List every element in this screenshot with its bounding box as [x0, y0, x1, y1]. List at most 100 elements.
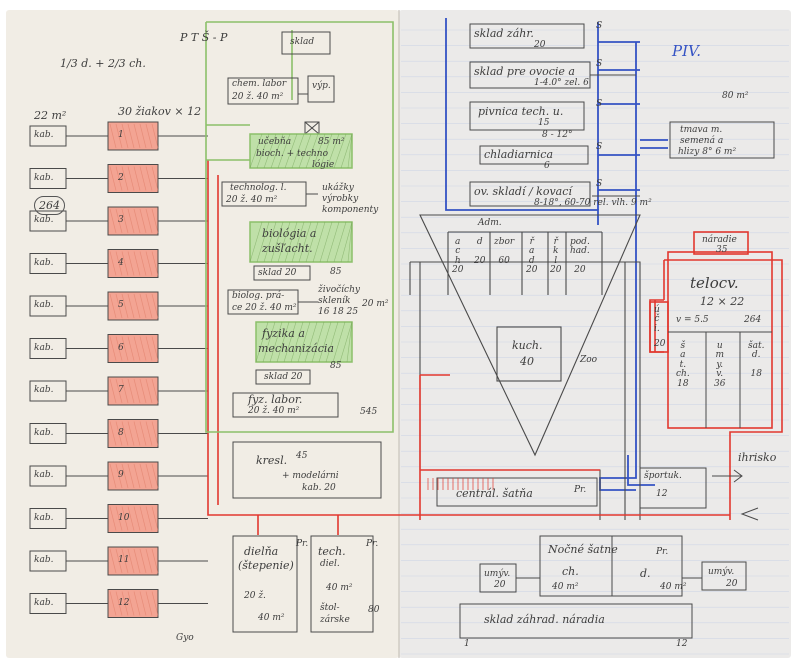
sportuk-label: športuk. — [644, 471, 682, 481]
sklad-top-box — [281, 31, 331, 55]
green-hatch-line — [325, 321, 339, 363]
green-hatch-line — [332, 321, 346, 363]
left-red-corridor — [207, 160, 470, 535]
classroom-hatch — [109, 591, 117, 616]
green-hatch-line — [263, 133, 277, 169]
gym-num: 264 — [744, 315, 762, 325]
sklad-top-label: sklad — [290, 37, 315, 47]
green-hatch-line — [339, 321, 353, 363]
green-hatch-line — [298, 221, 312, 263]
green-hatch-line — [312, 221, 326, 263]
green-hatch-line — [304, 321, 318, 363]
classroom-hatch — [133, 251, 141, 276]
dielna-pr: Pr. — [296, 539, 309, 549]
admin-room-label: d 20 — [474, 237, 486, 266]
classroom-hatch — [151, 506, 159, 531]
chem-labor-sub: 20 ž. 40 m² — [232, 92, 284, 102]
sportuk-box — [639, 467, 707, 509]
classroom-hatch — [151, 208, 159, 234]
storage-mark: S — [596, 179, 603, 189]
gym-sub: 12 × 22 — [700, 295, 745, 308]
ucebna-bio-area: 85 m² — [318, 137, 345, 147]
classroom-rows — [29, 121, 208, 618]
office-label: kab. — [34, 257, 54, 268]
green-hatch-line — [276, 321, 290, 363]
ucebna-bio-sub: bioch. + techno — [256, 149, 329, 159]
kuch-box — [496, 326, 562, 382]
classroom-hatch — [145, 463, 153, 489]
green-hatch-line — [340, 221, 353, 263]
side-small-label: ú č i. — [654, 305, 660, 334]
naradie-label: náradie — [702, 235, 737, 245]
classroom-hatch — [127, 208, 135, 234]
classroom-hatch — [151, 123, 159, 149]
green-hatch-line — [269, 321, 283, 363]
kresl-box — [232, 441, 382, 499]
green-hatch-line — [249, 133, 263, 169]
classroom-hatch — [139, 591, 147, 616]
classroom-hatch — [127, 548, 135, 574]
naradie-val: 35 — [716, 245, 728, 255]
classroom-hatch — [145, 591, 153, 616]
classroom-hatch — [109, 421, 117, 446]
classroom-hatch — [145, 506, 153, 531]
biolog-pra-label: biolog. prá- — [232, 291, 285, 301]
classroom-hatch — [133, 421, 141, 446]
classroom-hatch — [139, 506, 147, 531]
gym-room-label: šat. d. 18 — [748, 341, 765, 380]
biologia-label: biológia a — [262, 227, 317, 240]
gym-room-label: š a t. ch. 18 — [676, 341, 690, 389]
right-area-note: 80 m² — [722, 91, 749, 101]
tech-sub3: zárske — [320, 615, 350, 625]
storage-sub2: 8 - 12° — [542, 130, 573, 140]
green-hatch-line — [312, 133, 326, 169]
signature: Gyo — [176, 633, 194, 643]
chladiarnica-box — [479, 145, 589, 165]
central-label: centrál. šatňa — [456, 487, 533, 500]
classroom-hatch — [115, 251, 123, 276]
green-hatch-line — [319, 221, 333, 263]
tech-sub: diel. — [320, 559, 340, 569]
umyv-left-val: 20 — [494, 580, 506, 590]
green-hatch-line — [277, 221, 291, 263]
classroom-hatch — [121, 336, 129, 361]
classroom-hatch — [145, 123, 153, 149]
classroom-hatch — [127, 506, 135, 531]
classroom-hatch — [145, 336, 153, 361]
ukazky-sub: výrobky — [322, 194, 359, 204]
classroom-label: 10 — [118, 512, 130, 523]
chem-labor-box — [227, 77, 299, 105]
office-label: kab. — [34, 215, 54, 225]
class-note: 30 žiakov × 12 — [118, 105, 202, 118]
classroom-hatch — [121, 378, 129, 404]
vyp-label: výp. — [312, 81, 331, 91]
classroom-hatch — [133, 123, 141, 149]
admin-room-label: pod. had. 20 — [570, 237, 590, 276]
side-small-val: 20 — [654, 339, 666, 349]
classroom-hatch — [151, 463, 159, 489]
storage-mark: S — [596, 99, 603, 109]
classroom-hatch — [151, 548, 159, 574]
green-hatch-line — [291, 221, 305, 263]
sklad-naradia-label: sklad záhrad. náradia — [484, 613, 605, 626]
classroom-hatch — [109, 506, 117, 531]
ihrisko-label: ihrisko — [738, 451, 777, 464]
classroom-hatch — [109, 166, 117, 191]
green-hatch-line — [277, 133, 291, 169]
office-label: kab. — [34, 597, 54, 608]
storage-label: chladiarnica — [484, 148, 554, 161]
kresl-sub: + modelárni — [282, 471, 339, 481]
classroom-label: 1 — [118, 130, 124, 140]
area-note: 22 m² — [34, 109, 67, 122]
gym-room-label: u m y. v. 36 — [714, 341, 726, 389]
tech-box — [310, 535, 374, 633]
sklad-20-box — [253, 265, 311, 281]
classroom-hatch — [139, 123, 147, 149]
nocne-ch: ch. — [562, 565, 579, 578]
tmava-label: tmava m. — [680, 125, 723, 135]
chem-labor-label: chem. labor — [232, 79, 287, 89]
classroom-hatch — [133, 506, 141, 531]
classroom-hatch — [115, 591, 123, 616]
zoo-label: Zoo — [580, 355, 598, 365]
admin-room-label: ř a d 20 — [526, 237, 538, 276]
